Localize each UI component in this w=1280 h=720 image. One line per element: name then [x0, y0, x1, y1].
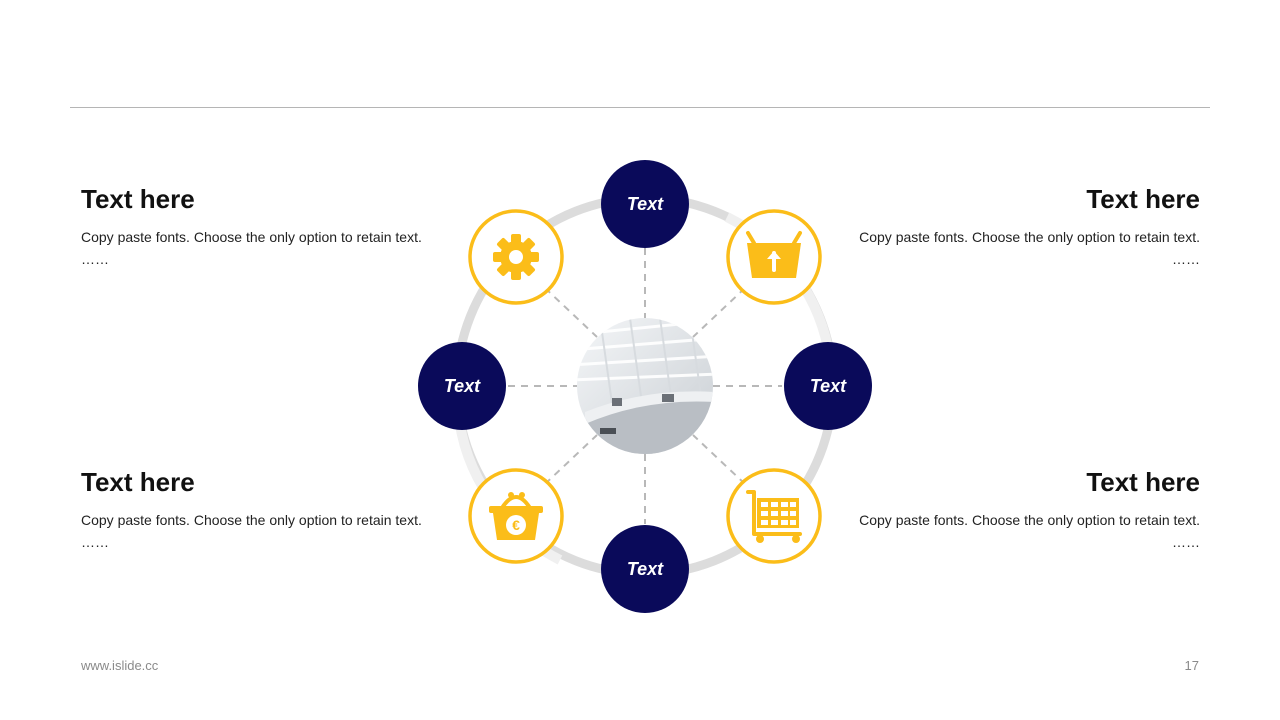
page-number: 17: [1184, 658, 1199, 673]
basket-upload-icon: [746, 231, 802, 278]
icon-node-top-right: [726, 209, 822, 305]
text-node-right: Text: [784, 342, 872, 430]
text-block-bottom-right: Text here Copy paste fonts. Choose the o…: [840, 467, 1200, 553]
block-title: Text here: [1086, 467, 1200, 497]
icon-node-bottom-left: €: [468, 468, 564, 564]
icon-node-bottom-right: [726, 468, 822, 564]
shopping-cart-icon: [746, 490, 802, 543]
block-title: Text here: [1086, 184, 1200, 214]
block-title: Text here: [81, 467, 195, 497]
text-block-top-left: Text here Copy paste fonts. Choose the o…: [81, 184, 441, 270]
node-label: Text: [627, 559, 664, 579]
hub-image: [577, 318, 713, 454]
spokes: [508, 248, 782, 524]
icon-node-top-left: [468, 209, 564, 305]
node-label: Text: [810, 376, 847, 396]
text-block-bottom-left: Text here Copy paste fonts. Choose the o…: [81, 467, 441, 553]
node-label: Text: [444, 376, 481, 396]
block-body: Copy paste fonts. Choose the only option…: [859, 512, 1200, 550]
footer-url[interactable]: www.islide.cc: [81, 658, 159, 673]
block-body: Copy paste fonts. Choose the only option…: [81, 512, 422, 550]
text-node-bottom: Text: [601, 525, 689, 613]
block-body: Copy paste fonts. Choose the only option…: [81, 229, 422, 267]
basket-euro-icon: €: [489, 492, 543, 540]
text-node-top: Text: [601, 160, 689, 248]
block-body: Copy paste fonts. Choose the only option…: [859, 229, 1200, 267]
svg-text:€: €: [512, 517, 520, 533]
node-label: Text: [627, 194, 664, 214]
block-title: Text here: [81, 184, 195, 214]
header-divider: [70, 107, 1210, 108]
text-node-left: Text: [418, 342, 506, 430]
gear-icon: [493, 234, 539, 280]
text-block-top-right: Text here Copy paste fonts. Choose the o…: [840, 184, 1200, 270]
